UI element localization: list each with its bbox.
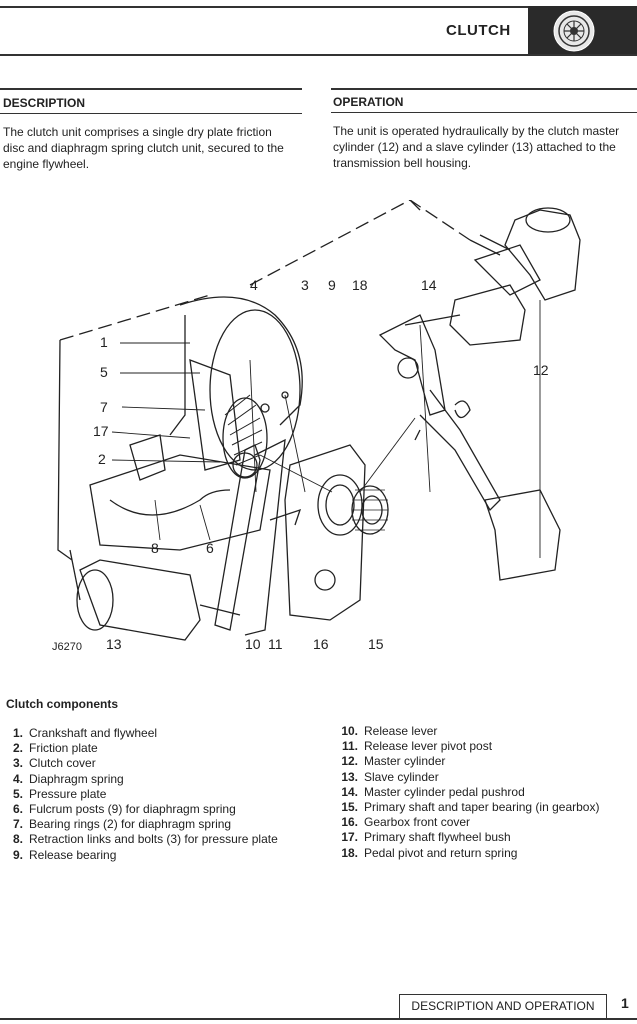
list-item: 12.Master cylinder	[341, 754, 446, 769]
list-item: 7.Bearing rings (2) for diaphragm spring	[12, 817, 232, 832]
callout-9: 9	[328, 277, 336, 293]
description-line: The clutch unit comprises a single dry p…	[3, 125, 272, 139]
description-paragraph: The clutch unit comprises a single dry p…	[3, 124, 284, 172]
description-bottom-rule	[0, 113, 302, 114]
list-item: 15.Primary shaft and taper bearing (in g…	[341, 800, 600, 815]
operation-top-rule	[331, 88, 637, 90]
description-heading: DESCRIPTION	[3, 96, 86, 110]
callout-11: 11	[268, 636, 283, 652]
list-item: 18.Pedal pivot and return spring	[341, 845, 518, 860]
list-item: 6.Fulcrum posts (9) for diaphragm spring	[12, 802, 236, 817]
list-item: 17.Primary shaft flywheel bush	[341, 830, 511, 845]
list-item: 16.Gearbox front cover	[341, 815, 471, 830]
header-bottom-rule	[0, 54, 637, 56]
list-item: 3.Clutch cover	[12, 756, 96, 771]
callout-17: 17	[93, 423, 109, 439]
figure-code: J6270	[52, 641, 82, 653]
callout-13: 13	[106, 636, 122, 652]
callout-5: 5	[100, 364, 108, 380]
footer-rule	[0, 1018, 637, 1020]
list-item: 8.Retraction links and bolts (3) for pre…	[12, 832, 278, 847]
callout-7: 7	[100, 399, 108, 415]
operation-line: cylinder (12) and a slave cylinder (13) …	[333, 140, 616, 154]
callout-14: 14	[421, 277, 437, 293]
callout-8: 8	[151, 540, 159, 556]
callout-18: 18	[352, 277, 368, 293]
operation-paragraph: The unit is operated hydraulically by th…	[333, 123, 619, 171]
callout-4: 4	[250, 277, 258, 293]
callout-16: 16	[313, 636, 329, 652]
list-item: 14.Master cylinder pedal pushrod	[341, 784, 525, 799]
operation-line: The unit is operated hydraulically by th…	[333, 124, 620, 138]
components-list-left: 1.Crankshaft and flywheel 2.Friction pla…	[0, 726, 278, 863]
page-section-title: CLUTCH	[446, 22, 511, 39]
description-top-rule	[0, 88, 302, 90]
list-item: 2.Friction plate	[12, 741, 98, 756]
header-top-rule	[0, 6, 637, 8]
description-line: disc and diaphragm spring clutch unit, s…	[3, 141, 284, 155]
list-item: 13.Slave cylinder	[341, 769, 439, 784]
clutch-exploded-diagram: 1 5 7 17 2 4 3 9 18 14 12 8 6 13 10 11 1…	[52, 200, 581, 653]
section-logo	[528, 6, 637, 56]
footer-section-label: DESCRIPTION AND OPERATION	[399, 994, 607, 1018]
list-item: 4.Diaphragm spring	[12, 771, 124, 786]
list-item: 10.Release lever	[341, 724, 438, 738]
callout-15: 15	[368, 636, 384, 652]
list-item: 11.Release lever pivot post	[341, 739, 493, 754]
description-line: engine flywheel.	[3, 157, 90, 171]
callout-2: 2	[98, 451, 106, 467]
components-list-right: 10.Release lever 11.Release lever pivot …	[330, 724, 599, 861]
callout-3: 3	[301, 277, 309, 293]
components-title: Clutch components	[6, 697, 119, 711]
list-item: 5.Pressure plate	[12, 786, 107, 801]
operation-bottom-rule	[331, 112, 637, 113]
operation-line: transmission bell housing.	[333, 156, 472, 170]
callout-1: 1	[100, 334, 108, 350]
page-number: 1	[621, 995, 629, 1011]
callout-10: 10	[245, 636, 261, 652]
callout-12: 12	[533, 362, 549, 378]
operation-heading: OPERATION	[333, 95, 404, 109]
callout-6: 6	[206, 540, 214, 556]
clutch-disc-icon	[553, 10, 595, 52]
list-item: 1.Crankshaft and flywheel	[12, 726, 158, 740]
list-item: 9.Release bearing	[12, 847, 117, 862]
